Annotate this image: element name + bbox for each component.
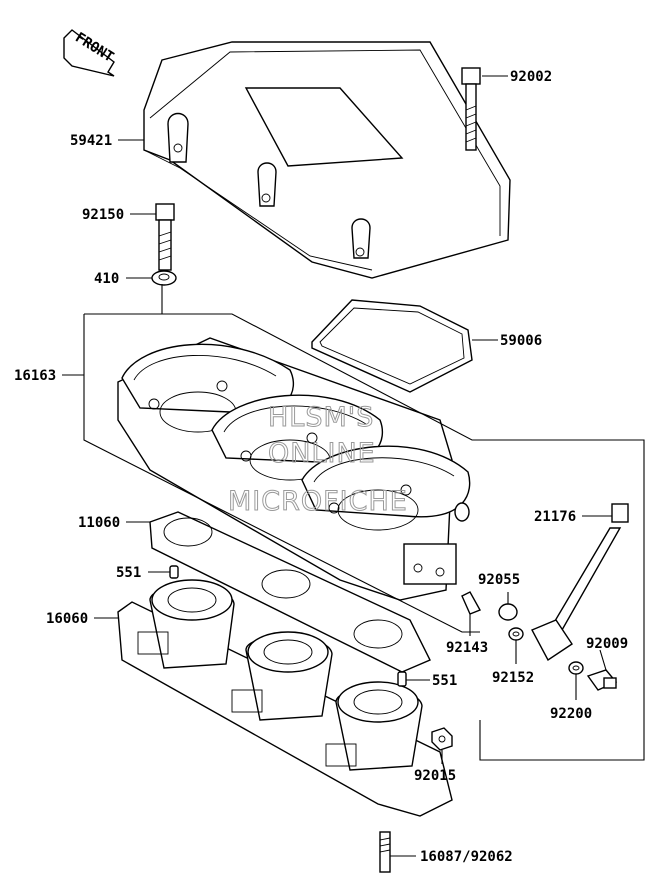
label-92009: 92009 xyxy=(586,636,628,652)
label-92143: 92143 xyxy=(446,640,488,656)
nut-92015 xyxy=(431,727,453,751)
front-arrow: FRONT xyxy=(63,29,116,77)
label-21176: 21176 xyxy=(534,509,576,525)
label-16060: 16060 xyxy=(46,611,88,627)
label-16163: 16163 xyxy=(14,368,56,384)
label-59006: 59006 xyxy=(500,333,542,349)
washer-92200 xyxy=(568,661,584,675)
label-92015: 92015 xyxy=(414,768,456,784)
label-551-lower: 551 xyxy=(432,673,457,689)
washer-410 xyxy=(151,270,177,286)
label-410: 410 xyxy=(94,271,119,287)
cover-59421 xyxy=(143,41,511,279)
watermark: HLSM'S ONLINE MICROFICHE xyxy=(228,402,408,518)
part-labels: 92002 59421 92150 410 59006 16163 21176 … xyxy=(14,69,628,865)
clip-92143 xyxy=(461,591,481,615)
bolt-92009 xyxy=(586,669,618,691)
label-92055: 92055 xyxy=(478,572,520,588)
label-92152: 92152 xyxy=(492,670,534,686)
label-16087-92062: 16087/92062 xyxy=(420,849,513,865)
watermark-line-3: MICROFICHE xyxy=(228,486,408,517)
washer-92152 xyxy=(508,627,524,641)
manifold-16060 xyxy=(117,579,453,817)
label-92200: 92200 xyxy=(550,706,592,722)
throttle-body-16163 xyxy=(117,337,471,601)
pin-551-lower xyxy=(397,671,407,687)
bolt-92002 xyxy=(461,67,481,151)
stud-16087 xyxy=(379,831,391,873)
gasket-11060 xyxy=(149,511,431,673)
o-ring-92055 xyxy=(498,603,518,621)
leader-lines xyxy=(62,75,645,857)
label-59421: 59421 xyxy=(70,133,112,149)
label-92002: 92002 xyxy=(510,69,552,85)
pin-551-upper xyxy=(169,565,179,579)
label-11060: 11060 xyxy=(78,515,120,531)
label-551-upper: 551 xyxy=(116,565,141,581)
gasket-59006 xyxy=(311,299,473,393)
label-92150: 92150 xyxy=(82,207,124,223)
watermark-line-2: ONLINE xyxy=(268,438,376,469)
sensor-21176 xyxy=(531,503,629,662)
bolt-92150 xyxy=(155,203,175,271)
watermark-line-1: HLSM'S xyxy=(268,402,374,433)
